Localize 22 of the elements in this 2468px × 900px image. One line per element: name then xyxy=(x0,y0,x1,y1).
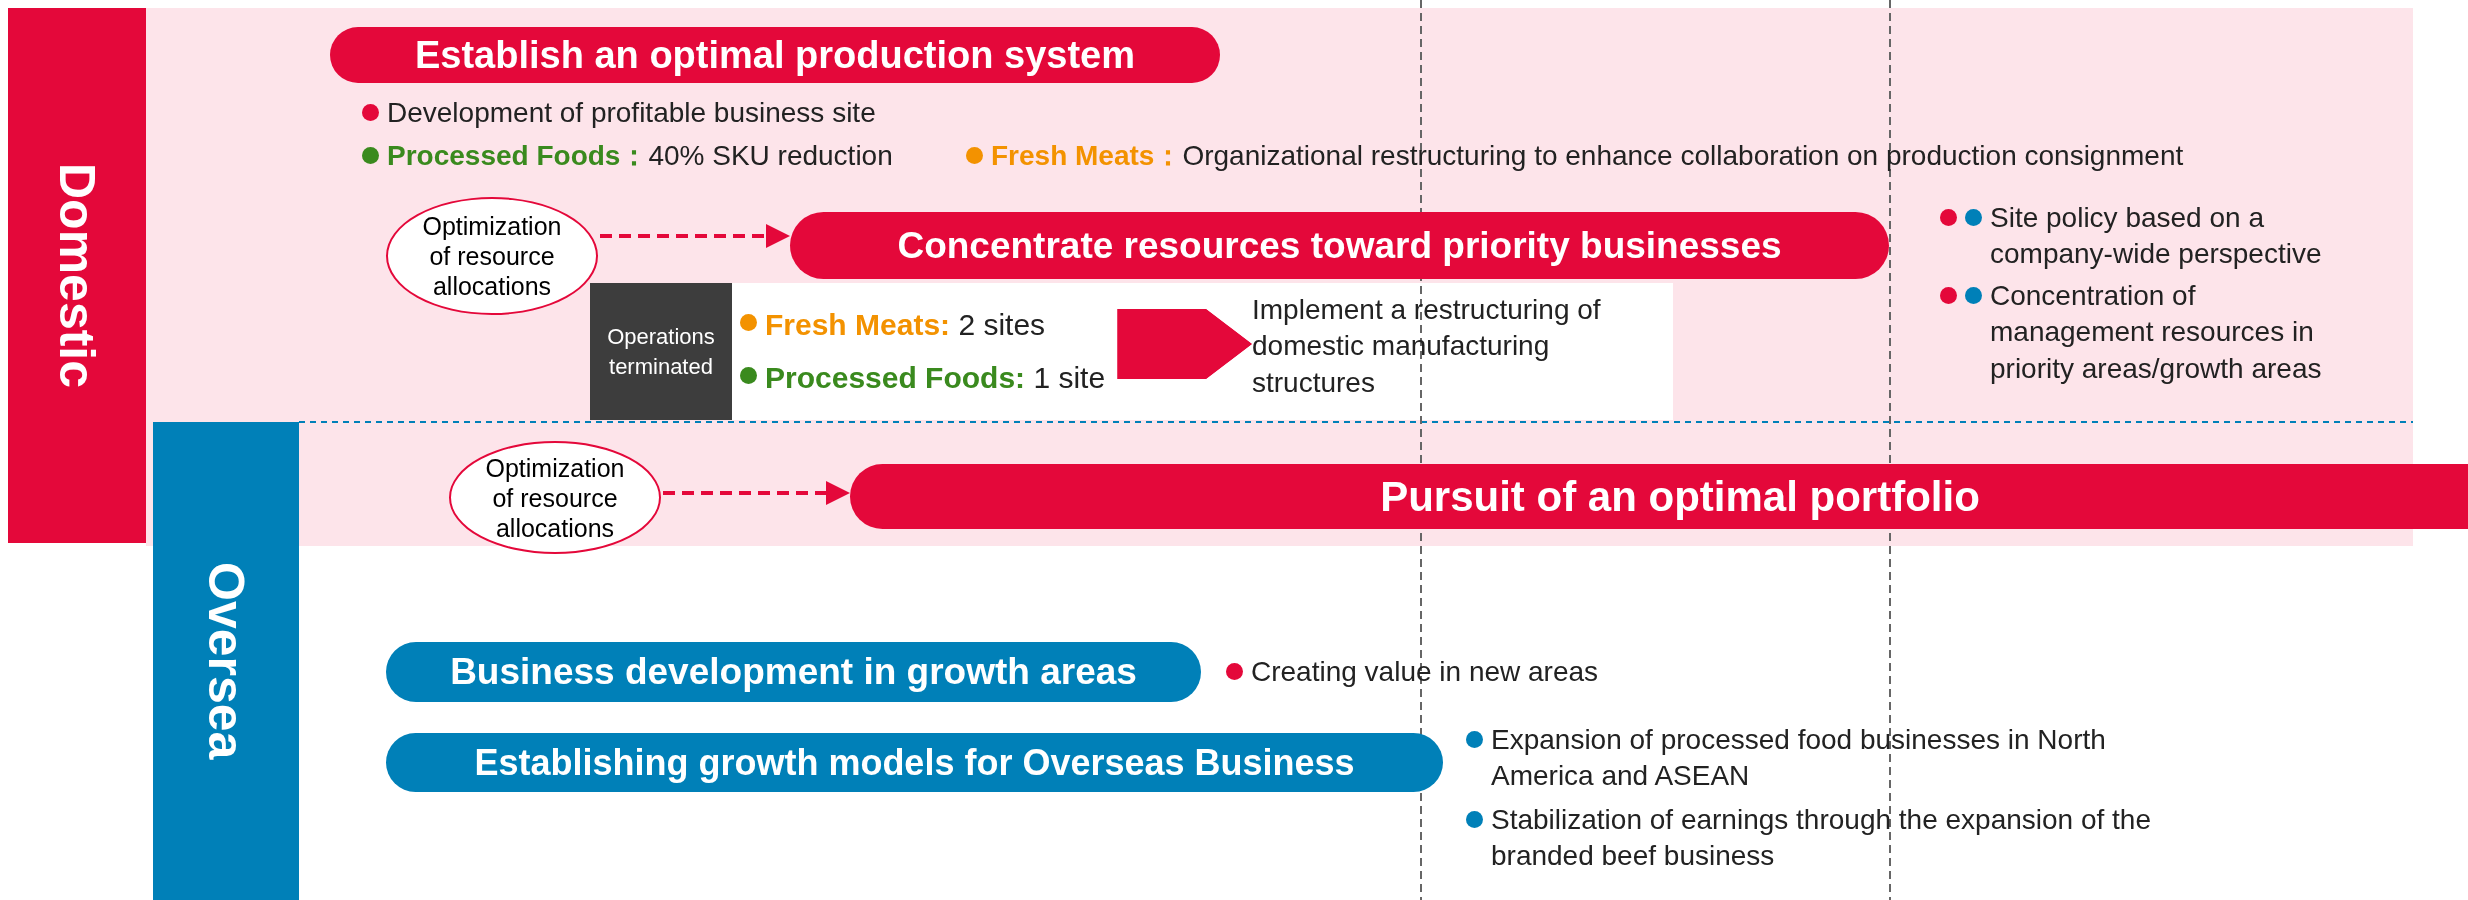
bullet-text: Site policy based on a company-wide perspective xyxy=(1990,201,2323,272)
pill-banner: Establishing growth models for Overseas Business xyxy=(386,733,1443,792)
chevron-arrow xyxy=(1117,309,1252,379)
bullet-text: Processed Foods: 1 site xyxy=(765,360,1106,396)
bullet-text: Processed Foods：40% SKU reduction xyxy=(387,139,893,173)
bullet-text: Concentration of management resources in priority areas/growth areas xyxy=(1990,279,2323,386)
pill-banner: Establish an optimal production system xyxy=(330,27,1220,83)
bullet-text: Fresh Meats: 2 sites xyxy=(765,307,1046,343)
pill-banner: Business development in growth areas xyxy=(386,642,1201,702)
section-bar: Domestic xyxy=(8,8,146,543)
arrow xyxy=(663,481,850,505)
status-box: Operations terminated xyxy=(590,283,732,420)
bullet-text: Fresh Meats：Organizational restructuring to enhance collaboration on production consignment xyxy=(991,139,2184,173)
section-bar: Oversea xyxy=(153,422,299,900)
note-text: Implement a restructuring of domestic manufacturing structures xyxy=(1252,292,1652,402)
bullet-text: Development of profitable business site xyxy=(387,96,876,130)
arrow xyxy=(600,224,790,248)
pill-banner: Pursuit of an optimal portfolio xyxy=(850,464,2468,529)
pill-banner: Concentrate resources toward priority businesses xyxy=(790,212,1889,279)
bullet-text: Expansion of processed food businesses in North America and ASEAN xyxy=(1491,723,2106,794)
bullet-text: Creating value in new areas xyxy=(1251,655,1599,689)
bullet-text: Stabilization of earnings through the expansion of the branded beef business xyxy=(1491,803,2152,874)
